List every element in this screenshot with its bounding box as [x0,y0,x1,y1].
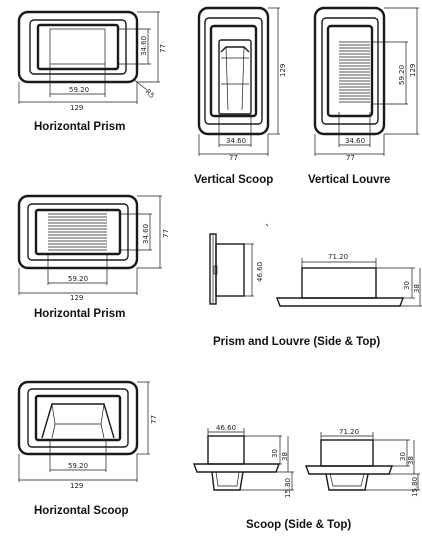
dim-pl-top-h38: 38 [413,284,421,293]
dim-vs-outer-height: 129 [279,64,287,77]
horizontal-scoop-front-view [17,380,150,482]
dim-vs-inner-width: 34.60 [226,137,246,145]
horizontal-prism-louvre-front-view [17,194,162,295]
vertical-scoop-front-view [197,6,280,156]
dim-sc1-depth: 15.80 [284,478,292,498]
caption-horizontal-prism-2: Horizontal Prism [34,308,125,320]
caption-horizontal-scoop: Horizontal Scoop [34,505,129,517]
dim-hp1-outer-height: 77 [159,44,167,53]
prism-louvre-side-view [209,223,269,305]
prism-louvre-top-view [275,258,422,307]
scoop-top-view [304,432,420,491]
dim-hp2-outer-height: 77 [162,229,170,238]
dim-vl-inner-width: 34.60 [345,137,365,145]
dim-pl-top-width: 71.20 [328,253,348,261]
horizontal-prism-front-view [17,10,160,104]
vertical-louvre-front-view [313,6,419,156]
dim-pl-top-h30: 30 [403,281,411,290]
dim-hs-inner-width: 59.20 [68,462,88,470]
dim-hp1-inner-width: 59.20 [69,86,89,94]
dim-sc2-width: 71.20 [339,428,359,436]
dim-hp2-inner-height: 34.60 [142,224,150,244]
dim-hp2-inner-width: 59.20 [68,275,88,283]
caption-scoop-side-top: Scoop (Side & Top) [246,519,351,531]
dim-hs-outer-width: 129 [70,482,83,490]
dim-sc2-depth: 15.80 [411,477,419,497]
dim-vl-outer-height: 129 [409,64,417,77]
caption-vertical-louvre: Vertical Louvre [308,174,390,186]
dim-vl-inner-height: 59.20 [398,65,406,85]
caption-vertical-scoop: Vertical Scoop [194,174,273,186]
dim-hp2-outer-width: 129 [70,294,83,302]
caption-horizontal-prism-1: Horizontal Prism [34,121,125,133]
dim-sc1-width: 46.60 [216,424,236,432]
dim-sc2-h38: 38 [407,456,415,465]
dim-hp1-outer-width: 129 [70,104,83,112]
dim-vl-outer-width: 77 [346,154,355,162]
dim-hp1-radius: R5 [144,88,156,100]
caption-prism-louvre-side-top: Prism and Louvre (Side & Top) [213,336,380,348]
dim-vs-outer-width: 77 [229,154,238,162]
dim-pl-side-height: 46.60 [256,262,264,282]
scoop-side-view [192,428,294,491]
dim-sc1-h30: 30 [271,449,279,458]
dim-hs-outer-height: 77 [150,415,158,424]
dim-sc1-h38: 38 [281,452,289,461]
dim-sc2-h30: 30 [399,452,407,461]
dim-hp1-inner-height: 34.60 [140,36,148,56]
